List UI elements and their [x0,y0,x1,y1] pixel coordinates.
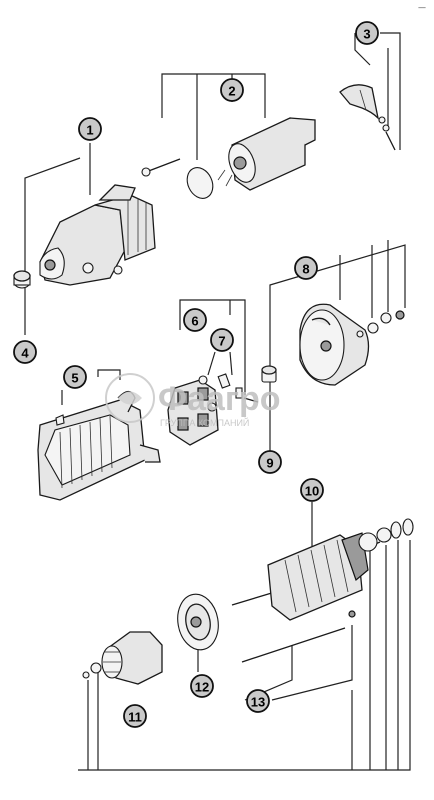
brushes-part [198,373,259,403]
end-cover-part [299,303,405,386]
callout-5: 5 [63,365,87,389]
callout-12-label: 12 [195,680,209,695]
shaft-part [241,610,356,663]
callout-9-label: 9 [266,456,273,471]
pinion-drive-part [82,631,163,685]
armature-part [231,518,414,621]
callout-4: 4 [13,340,37,364]
callout-8-label: 8 [302,262,309,277]
callout-10: 10 [300,478,324,502]
callout-8: 8 [294,256,318,280]
callout-13-label: 13 [251,695,265,710]
leader-lines [24,32,411,771]
callout-12: 12 [190,674,214,698]
brush-holder-part [167,379,219,446]
callout-11: 11 [123,704,147,728]
starter-housing-part [39,184,156,286]
callout-6-label: 6 [191,314,198,329]
callout-3: 3 [355,21,379,45]
bushing-small-part [261,365,277,383]
cover-plate-part [177,593,219,651]
callout-1: 1 [78,117,102,141]
callout-7: 7 [210,328,234,352]
callout-3-label: 3 [363,27,370,42]
callout-2-label: 2 [228,84,235,99]
watermark-tagline: ГРУППА КОМПАНИЙ [160,417,249,428]
callout-1-label: 1 [86,123,93,138]
bushing-part [13,270,31,289]
callout-7-label: 7 [218,334,225,349]
callout-10-label: 10 [305,484,319,499]
solenoid-part [141,117,316,199]
callout-13: 13 [246,689,270,713]
field-frame-part [37,390,161,501]
corner-mark: — [418,3,426,12]
callout-4-label: 4 [21,346,29,361]
watermark-brand: Фаагро [158,380,281,418]
callout-6: 6 [183,308,207,332]
callout-11-label: 11 [128,710,142,725]
bracket-part [339,84,396,151]
callout-2: 2 [220,78,244,102]
callout-9: 9 [258,450,282,474]
watermark: Фаагро ГРУППА КОМПАНИЙ [105,373,281,428]
callout-5-label: 5 [71,371,78,386]
